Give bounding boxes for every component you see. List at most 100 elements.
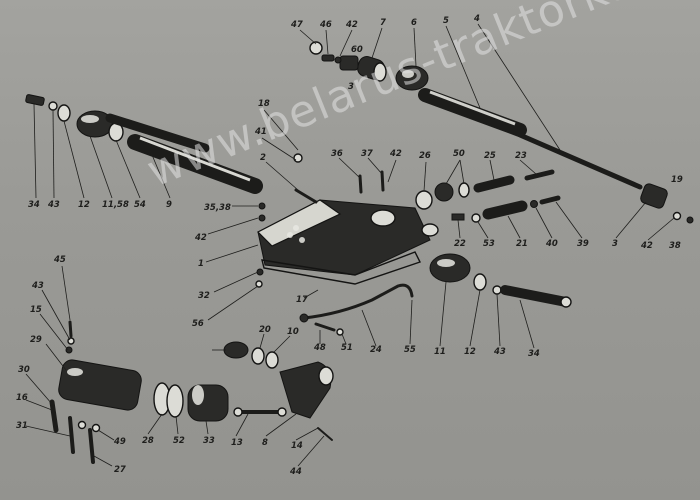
lead-12a xyxy=(63,120,85,199)
part-11-highlight xyxy=(81,115,99,123)
part-13-eye-b xyxy=(277,407,287,417)
lead-8 xyxy=(265,413,297,437)
part-16 xyxy=(49,399,59,433)
part-31 xyxy=(68,416,75,454)
label-5: 5 xyxy=(443,16,449,26)
label-13: 13 xyxy=(231,438,243,448)
part-29-cylinder xyxy=(58,359,142,411)
part-60 xyxy=(339,55,359,71)
part-12-ring xyxy=(57,104,71,122)
label-41: 41 xyxy=(254,127,267,137)
label-42: 42 xyxy=(345,20,358,30)
lead-49 xyxy=(97,429,115,441)
label-3: 3 xyxy=(348,82,354,92)
label-53: 53 xyxy=(483,239,495,249)
part-20 xyxy=(251,347,265,365)
part-42-nut-b xyxy=(258,214,266,222)
label-38: 38 xyxy=(669,241,681,251)
part-24-pipe xyxy=(302,283,414,320)
lead-25 xyxy=(489,159,495,181)
label-44: 44 xyxy=(289,467,302,477)
label-34b: 34 xyxy=(528,349,540,359)
label-18: 18 xyxy=(258,99,270,109)
lead-47 xyxy=(299,29,317,45)
part-43-washer-b xyxy=(67,337,75,345)
part-26 xyxy=(415,190,433,210)
housing-top-face xyxy=(256,199,342,247)
lead-27 xyxy=(93,455,113,467)
part-housing-1 xyxy=(256,199,439,285)
part-23 xyxy=(524,169,555,181)
label-3b: 3 xyxy=(612,239,618,249)
label-50: 50 xyxy=(453,149,465,159)
part-51-washer xyxy=(336,328,344,336)
label-28: 28 xyxy=(142,436,154,446)
lead-10 xyxy=(273,335,291,353)
label-25: 25 xyxy=(484,151,496,161)
part-group-lower-right xyxy=(429,253,572,308)
lead-6 xyxy=(413,27,417,67)
label-7: 7 xyxy=(380,18,386,28)
label-16: 16 xyxy=(16,393,28,403)
lead-29 xyxy=(45,343,67,371)
callout-labels: 47 46 42 7 6 5 4 60 3 18 41 2 36 37 42 2… xyxy=(16,14,683,477)
label-34: 34 xyxy=(28,200,40,210)
part-49-b xyxy=(91,423,101,433)
housing-bore xyxy=(370,209,396,227)
lead-55 xyxy=(409,299,413,345)
lead-14 xyxy=(295,427,319,441)
lead-32 xyxy=(213,271,259,293)
part-19 xyxy=(640,183,668,209)
label-49: 49 xyxy=(113,437,126,447)
label-43: 43 xyxy=(47,200,60,210)
lead-43a xyxy=(52,109,55,199)
part-43-lower xyxy=(492,285,502,295)
part-25 xyxy=(473,175,515,193)
part-46-bolt xyxy=(321,54,335,62)
part-37-bolt xyxy=(380,170,385,192)
label-2: 2 xyxy=(260,153,266,163)
lead-53 xyxy=(477,221,489,239)
lead-33 xyxy=(205,420,209,435)
label-42d: 42 xyxy=(640,241,653,251)
label-33: 33 xyxy=(203,436,215,446)
lead-52 xyxy=(175,415,179,435)
lead-3b xyxy=(615,201,647,239)
part-10 xyxy=(265,351,279,369)
lead-4 xyxy=(477,23,561,151)
part-6-highlight xyxy=(402,70,414,78)
label-15: 15 xyxy=(30,305,42,315)
label-52: 52 xyxy=(173,436,185,446)
part-27 xyxy=(88,428,95,464)
housing-boss xyxy=(421,223,439,237)
label-43b: 43 xyxy=(31,281,44,291)
lead-30 xyxy=(25,373,53,405)
part-32-bolt xyxy=(256,268,264,276)
part-50-a xyxy=(434,182,454,202)
label-32: 32 xyxy=(198,291,210,301)
part-7-end xyxy=(373,62,387,82)
lead-34a xyxy=(33,103,37,199)
label-46: 46 xyxy=(319,20,332,30)
label-23: 23 xyxy=(515,151,527,161)
lead-12b xyxy=(469,289,481,347)
label-12: 12 xyxy=(78,200,90,210)
lead-31 xyxy=(25,425,71,437)
part-19-b xyxy=(223,341,249,359)
lead-42b xyxy=(387,159,397,183)
part-tube-5 xyxy=(418,88,527,137)
part-33-highlight xyxy=(192,385,204,405)
lead-18 xyxy=(263,109,299,151)
lead-13 xyxy=(235,413,249,437)
lead-23 xyxy=(519,159,537,175)
lead-46 xyxy=(325,29,329,55)
lead-42a xyxy=(339,29,353,57)
label-19: 19 xyxy=(671,175,683,185)
lead-56 xyxy=(207,285,259,321)
part-14-pin xyxy=(317,427,333,441)
part-lever xyxy=(105,113,210,153)
lead-20 xyxy=(259,333,265,349)
label-56: 56 xyxy=(192,319,204,329)
housing-hole-2 xyxy=(299,237,305,243)
